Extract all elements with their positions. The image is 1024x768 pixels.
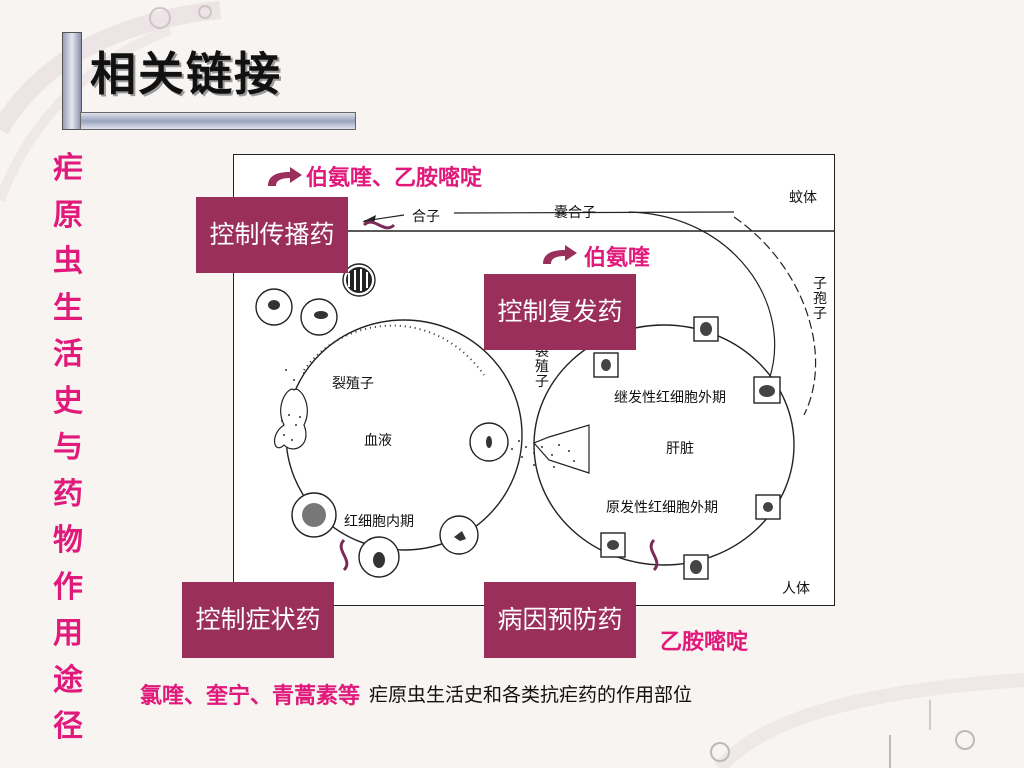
label-sporozoite: 子孢子 bbox=[813, 276, 827, 322]
label-secondary-exo: 继发性红细胞外期 bbox=[614, 390, 726, 406]
label-oocyst: 囊合子 bbox=[554, 205, 596, 221]
label-erythrocytic: 红细胞内期 bbox=[344, 514, 414, 530]
label-primary-exo: 原发性红细胞外期 bbox=[606, 500, 718, 516]
life-cycle-drawing bbox=[234, 211, 834, 580]
curved-arrow-icon bbox=[268, 167, 302, 186]
label-merozoite-blood: 裂殖子 bbox=[332, 376, 374, 392]
transmission-control-box: 控制传播药 bbox=[196, 197, 348, 273]
drug-transmission: 伯氨喹、乙胺嘧啶 bbox=[306, 166, 483, 191]
label-human: 人体 bbox=[782, 581, 810, 597]
title-bar-vertical bbox=[62, 32, 82, 130]
prevention-box: 病因预防药 bbox=[484, 582, 636, 658]
drug-relapse: 伯氨喹 bbox=[584, 246, 651, 271]
label-blood: 血液 bbox=[364, 433, 392, 449]
relapse-control-box: 控制复发药 bbox=[484, 274, 636, 350]
label-liver: 肝脏 bbox=[666, 441, 694, 457]
label-zygote: 合子 bbox=[412, 209, 440, 225]
title-decoration: 相关链接 bbox=[62, 32, 362, 132]
symptom-control-box: 控制症状药 bbox=[182, 582, 334, 658]
drug-symptom: 氯喹、奎宁、青蒿素等 bbox=[140, 684, 361, 709]
diagram-caption: 疟原虫生活史和各类抗疟药的作用部位 bbox=[369, 684, 693, 706]
curved-arrow-icon bbox=[543, 245, 577, 264]
label-mosquito: 蚊体 bbox=[789, 190, 817, 206]
side-title: 疟原虫生活史与药物作用途径 bbox=[53, 151, 83, 744]
page-title: 相关链接 bbox=[90, 47, 282, 101]
drug-prevention: 乙胺嘧啶 bbox=[660, 630, 749, 655]
title-bar-horizontal bbox=[80, 112, 356, 130]
